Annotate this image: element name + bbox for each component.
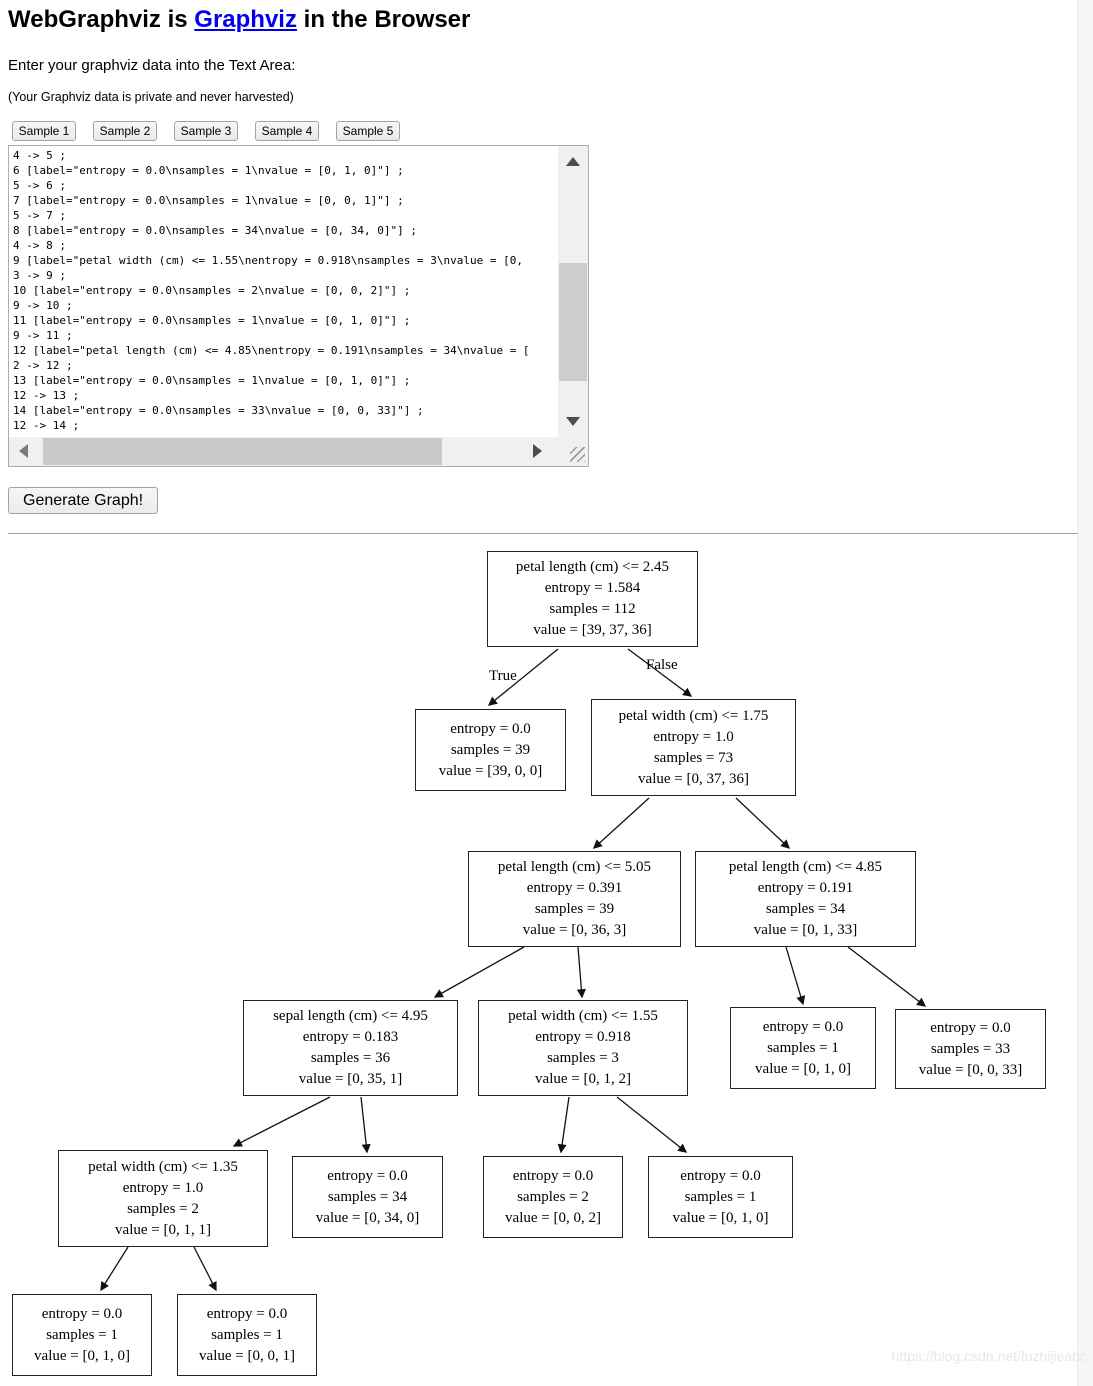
resize-grip-icon[interactable]: [570, 447, 585, 462]
graphviz-dot-code[interactable]: 4 -> 5 ; 6 [label="entropy = 0.0\nsample…: [13, 149, 530, 432]
sample-4-button[interactable]: Sample 4: [255, 121, 319, 141]
edge-node4-node5: [232, 1096, 331, 1147]
tree-node-7: entropy = 0.0 samples = 1 value = [0, 0,…: [177, 1294, 317, 1376]
sample-1-button[interactable]: Sample 1: [12, 121, 76, 141]
scroll-up-arrow-icon[interactable]: [566, 157, 580, 166]
privacy-note: (Your Graphviz data is private and never…: [8, 90, 294, 104]
vertical-scroll-thumb[interactable]: [559, 263, 587, 381]
textarea-horizontal-scrollbar[interactable]: [9, 437, 558, 466]
tree-node-8: entropy = 0.0 samples = 34 value = [0, 3…: [292, 1156, 443, 1238]
edge-node12-node14: [847, 946, 927, 1007]
tree-node-6: entropy = 0.0 samples = 1 value = [0, 1,…: [12, 1294, 152, 1376]
title-suffix: in the Browser: [296, 6, 471, 33]
edge-node2-node12: [735, 797, 790, 849]
tree-node-9: petal width (cm) <= 1.55 entropy = 0.918…: [478, 1000, 688, 1096]
edge-node12-node13: [785, 946, 806, 1006]
tree-node-11: entropy = 0.0 samples = 1 value = [0, 1,…: [648, 1156, 793, 1238]
graphviz-textarea[interactable]: 4 -> 5 ; 6 [label="entropy = 0.0\nsample…: [8, 145, 589, 467]
edge-node3-node4: [433, 946, 525, 998]
watermark: https://blog.csdn.net/fuzhijieabc: [891, 1348, 1087, 1364]
sample-2-button[interactable]: Sample 2: [93, 121, 157, 141]
edge-node5-node7: [193, 1246, 217, 1292]
subtitle: Enter your graphviz data into the Text A…: [8, 57, 296, 74]
edge-node9-node11: [616, 1096, 688, 1153]
page-scrollbar[interactable]: [1077, 0, 1093, 1386]
edge-node2-node3: [592, 797, 650, 849]
textarea-corner: [558, 437, 588, 466]
tree-node-12: petal length (cm) <= 4.85 entropy = 0.19…: [695, 851, 916, 947]
edge-node3-node9: [576, 946, 586, 999]
textarea-vertical-scrollbar[interactable]: [558, 146, 588, 437]
scroll-left-arrow-icon[interactable]: [19, 444, 28, 458]
sample-3-button[interactable]: Sample 3: [174, 121, 238, 141]
tree-node-10: entropy = 0.0 samples = 2 value = [0, 0,…: [483, 1156, 623, 1238]
page-title: WebGraphviz is Graphviz in the Browser: [8, 6, 470, 34]
tree-node-13: entropy = 0.0 samples = 1 value = [0, 1,…: [730, 1007, 876, 1089]
sample-button-row: Sample 1 Sample 2 Sample 3 Sample 4 Samp…: [12, 121, 400, 141]
edge-label-false: False: [646, 657, 678, 673]
edge-node5-node6: [100, 1246, 129, 1292]
edge-label-true: True: [489, 668, 517, 684]
section-divider: [8, 533, 1078, 534]
tree-node-5: petal width (cm) <= 1.35 entropy = 1.0 s…: [58, 1150, 268, 1247]
tree-node-3: petal length (cm) <= 5.05 entropy = 0.39…: [468, 851, 681, 947]
scroll-right-arrow-icon[interactable]: [533, 444, 542, 458]
generate-graph-button[interactable]: Generate Graph!: [8, 487, 159, 514]
edge-node4-node8: [360, 1096, 371, 1154]
edge-node9-node10: [557, 1096, 570, 1154]
scroll-down-arrow-icon[interactable]: [566, 417, 580, 426]
tree-node-4: sepal length (cm) <= 4.95 entropy = 0.18…: [243, 1000, 458, 1096]
tree-node-2: petal width (cm) <= 1.75 entropy = 1.0 s…: [591, 699, 796, 796]
tree-node-1: entropy = 0.0 samples = 39 value = [39, …: [415, 709, 566, 791]
graphviz-link[interactable]: Graphviz: [194, 6, 297, 33]
title-prefix: WebGraphviz is: [8, 6, 195, 33]
tree-node-0: petal length (cm) <= 2.45 entropy = 1.58…: [487, 551, 698, 647]
sample-5-button[interactable]: Sample 5: [336, 121, 400, 141]
horizontal-scroll-thumb[interactable]: [43, 438, 442, 465]
tree-node-14: entropy = 0.0 samples = 33 value = [0, 0…: [895, 1009, 1046, 1089]
